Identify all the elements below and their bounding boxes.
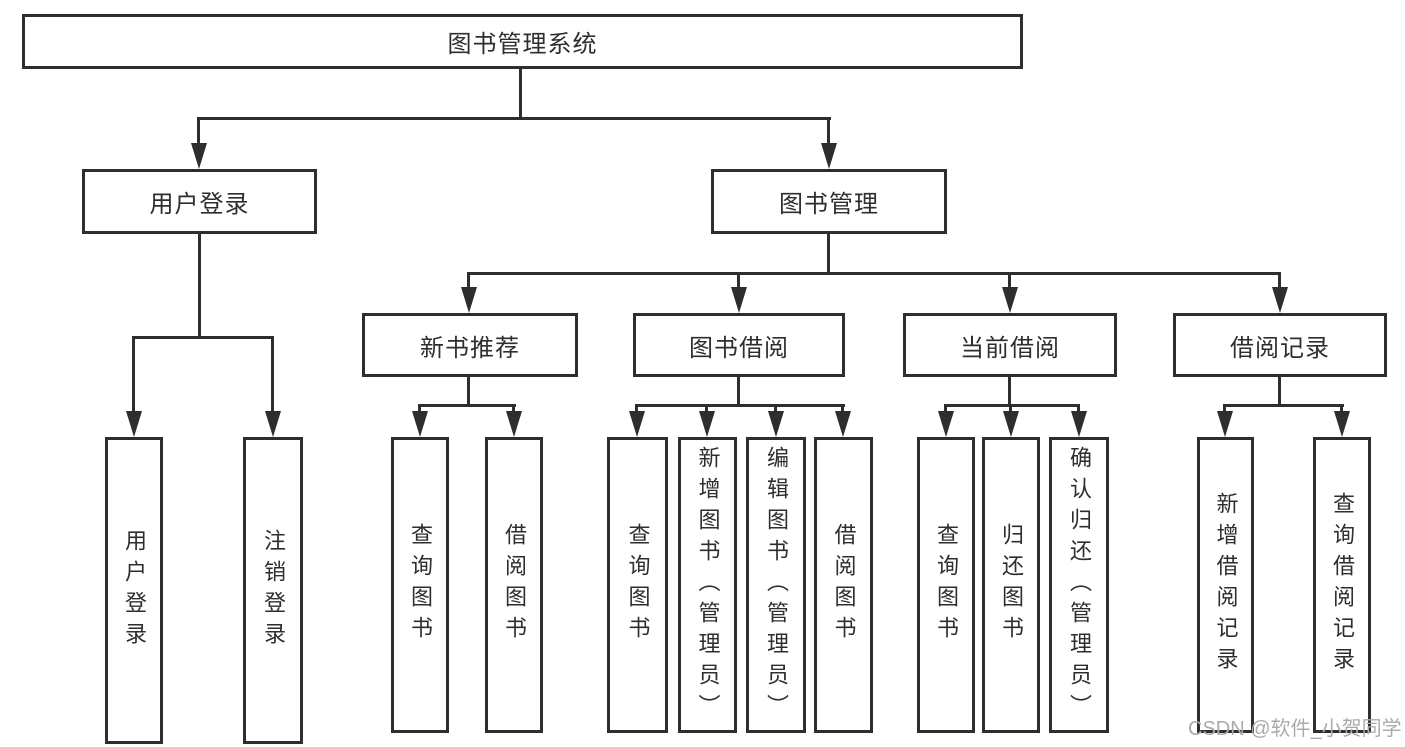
connector-line [512, 404, 515, 413]
arrow-down-icon [731, 287, 747, 313]
arrow-down-icon [191, 143, 207, 169]
connector-line [1223, 404, 1226, 413]
leaf-query-books-recommend: 查询图书 [391, 437, 449, 733]
arrow-down-icon [126, 411, 142, 437]
node-user-login: 用户登录 [82, 169, 317, 234]
connector-line [944, 404, 947, 413]
connector-line [1278, 377, 1281, 404]
leaf-borrow-books: 借阅图书 [814, 437, 873, 733]
connector-line [197, 117, 200, 145]
connector-line [132, 336, 135, 411]
arrow-down-icon [699, 411, 715, 437]
leaf-label: 查询借阅记录 [1330, 492, 1355, 678]
connector-line [705, 404, 708, 413]
leaf-edit-books-admin: 编辑图书（管理员） [746, 437, 806, 733]
node-label: 用户登录 [149, 191, 250, 218]
node-label: 当前借阅 [960, 334, 1060, 362]
arrow-down-icon [1071, 411, 1087, 437]
connector-line [418, 404, 516, 407]
connector-line [1008, 272, 1011, 289]
arrow-down-icon [1334, 411, 1350, 437]
connector-line [271, 336, 274, 411]
connector-line [1009, 404, 1012, 413]
leaf-return-books: 归还图书 [982, 437, 1040, 733]
arrow-down-icon [835, 411, 851, 437]
node-borrowing-records: 借阅记录 [1173, 313, 1387, 377]
arrow-down-icon [629, 411, 645, 437]
arrow-down-icon [821, 143, 837, 169]
csdn-watermark: CSDN @软件_小贺同学 [1188, 718, 1402, 740]
leaf-query-borrow-record: 查询借阅记录 [1313, 437, 1371, 733]
connector-line [1077, 404, 1080, 413]
leaf-label: 归还图书 [999, 523, 1024, 647]
connector-line [635, 404, 845, 407]
connector-line [774, 404, 777, 413]
arrow-down-icon [1217, 411, 1233, 437]
connector-line [1008, 377, 1011, 404]
leaf-add-borrow-record: 新增借阅记录 [1197, 437, 1254, 733]
leaf-label: 借阅图书 [502, 523, 527, 647]
arrow-down-icon [265, 411, 281, 437]
connector-line [519, 69, 522, 117]
leaf-confirm-return-admin: 确认归还（管理员） [1049, 437, 1109, 733]
arrow-down-icon [461, 287, 477, 313]
connector-line [467, 377, 470, 404]
leaf-logout: 注销登录 [243, 437, 303, 744]
leaf-query-books-current: 查询图书 [917, 437, 975, 733]
leaf-label: 查询图书 [625, 523, 651, 647]
arrow-down-icon [1003, 411, 1019, 437]
node-book-borrowing: 图书借阅 [633, 313, 845, 377]
node-book-management: 图书管理 [711, 169, 947, 234]
node-label: 图书管理系统 [447, 31, 598, 58]
connector-line [197, 117, 831, 120]
leaf-label: 借阅图书 [831, 523, 857, 647]
connector-line [132, 336, 274, 339]
arrow-down-icon [768, 411, 784, 437]
leaf-label: 编辑图书（管理员） [764, 445, 789, 725]
leaf-label: 用户登录 [122, 528, 147, 653]
node-current-borrowing: 当前借阅 [903, 313, 1117, 377]
connector-line [418, 404, 421, 413]
connector-line [1278, 272, 1281, 289]
arrow-down-icon [412, 411, 428, 437]
connector-line [737, 272, 740, 289]
connector-line [467, 272, 1281, 275]
arrow-down-icon [1002, 287, 1018, 313]
arrow-down-icon [506, 411, 522, 437]
node-label: 图书管理 [779, 191, 879, 218]
connector-line [827, 234, 830, 272]
connector-line [1340, 404, 1343, 413]
arrow-down-icon [938, 411, 954, 437]
connector-line [841, 404, 844, 413]
connector-line [635, 404, 638, 413]
connector-line [198, 234, 201, 336]
leaf-query-books-borrowing: 查询图书 [607, 437, 668, 733]
leaf-label: 新增图书（管理员） [695, 445, 721, 725]
node-library-management-system: 图书管理系统 [22, 14, 1023, 69]
arrow-down-icon [1272, 287, 1288, 313]
node-label: 图书借阅 [689, 334, 789, 362]
leaf-user-login: 用户登录 [105, 437, 163, 744]
leaf-label: 查询图书 [408, 523, 433, 647]
connector-line [1223, 404, 1344, 407]
leaf-label: 新增借阅记录 [1213, 492, 1239, 678]
node-new-book-recommendation: 新书推荐 [362, 313, 578, 377]
connector-line [467, 272, 470, 289]
leaf-add-books-admin: 新增图书（管理员） [678, 437, 737, 733]
leaf-label: 注销登录 [261, 528, 286, 653]
leaf-label: 查询图书 [934, 523, 959, 647]
connector-line [737, 377, 740, 404]
leaf-borrow-books-recommend: 借阅图书 [485, 437, 543, 733]
node-label: 新书推荐 [420, 334, 520, 362]
node-label: 借阅记录 [1230, 334, 1330, 362]
connector-line [827, 117, 830, 145]
leaf-label: 确认归还（管理员） [1067, 445, 1092, 725]
